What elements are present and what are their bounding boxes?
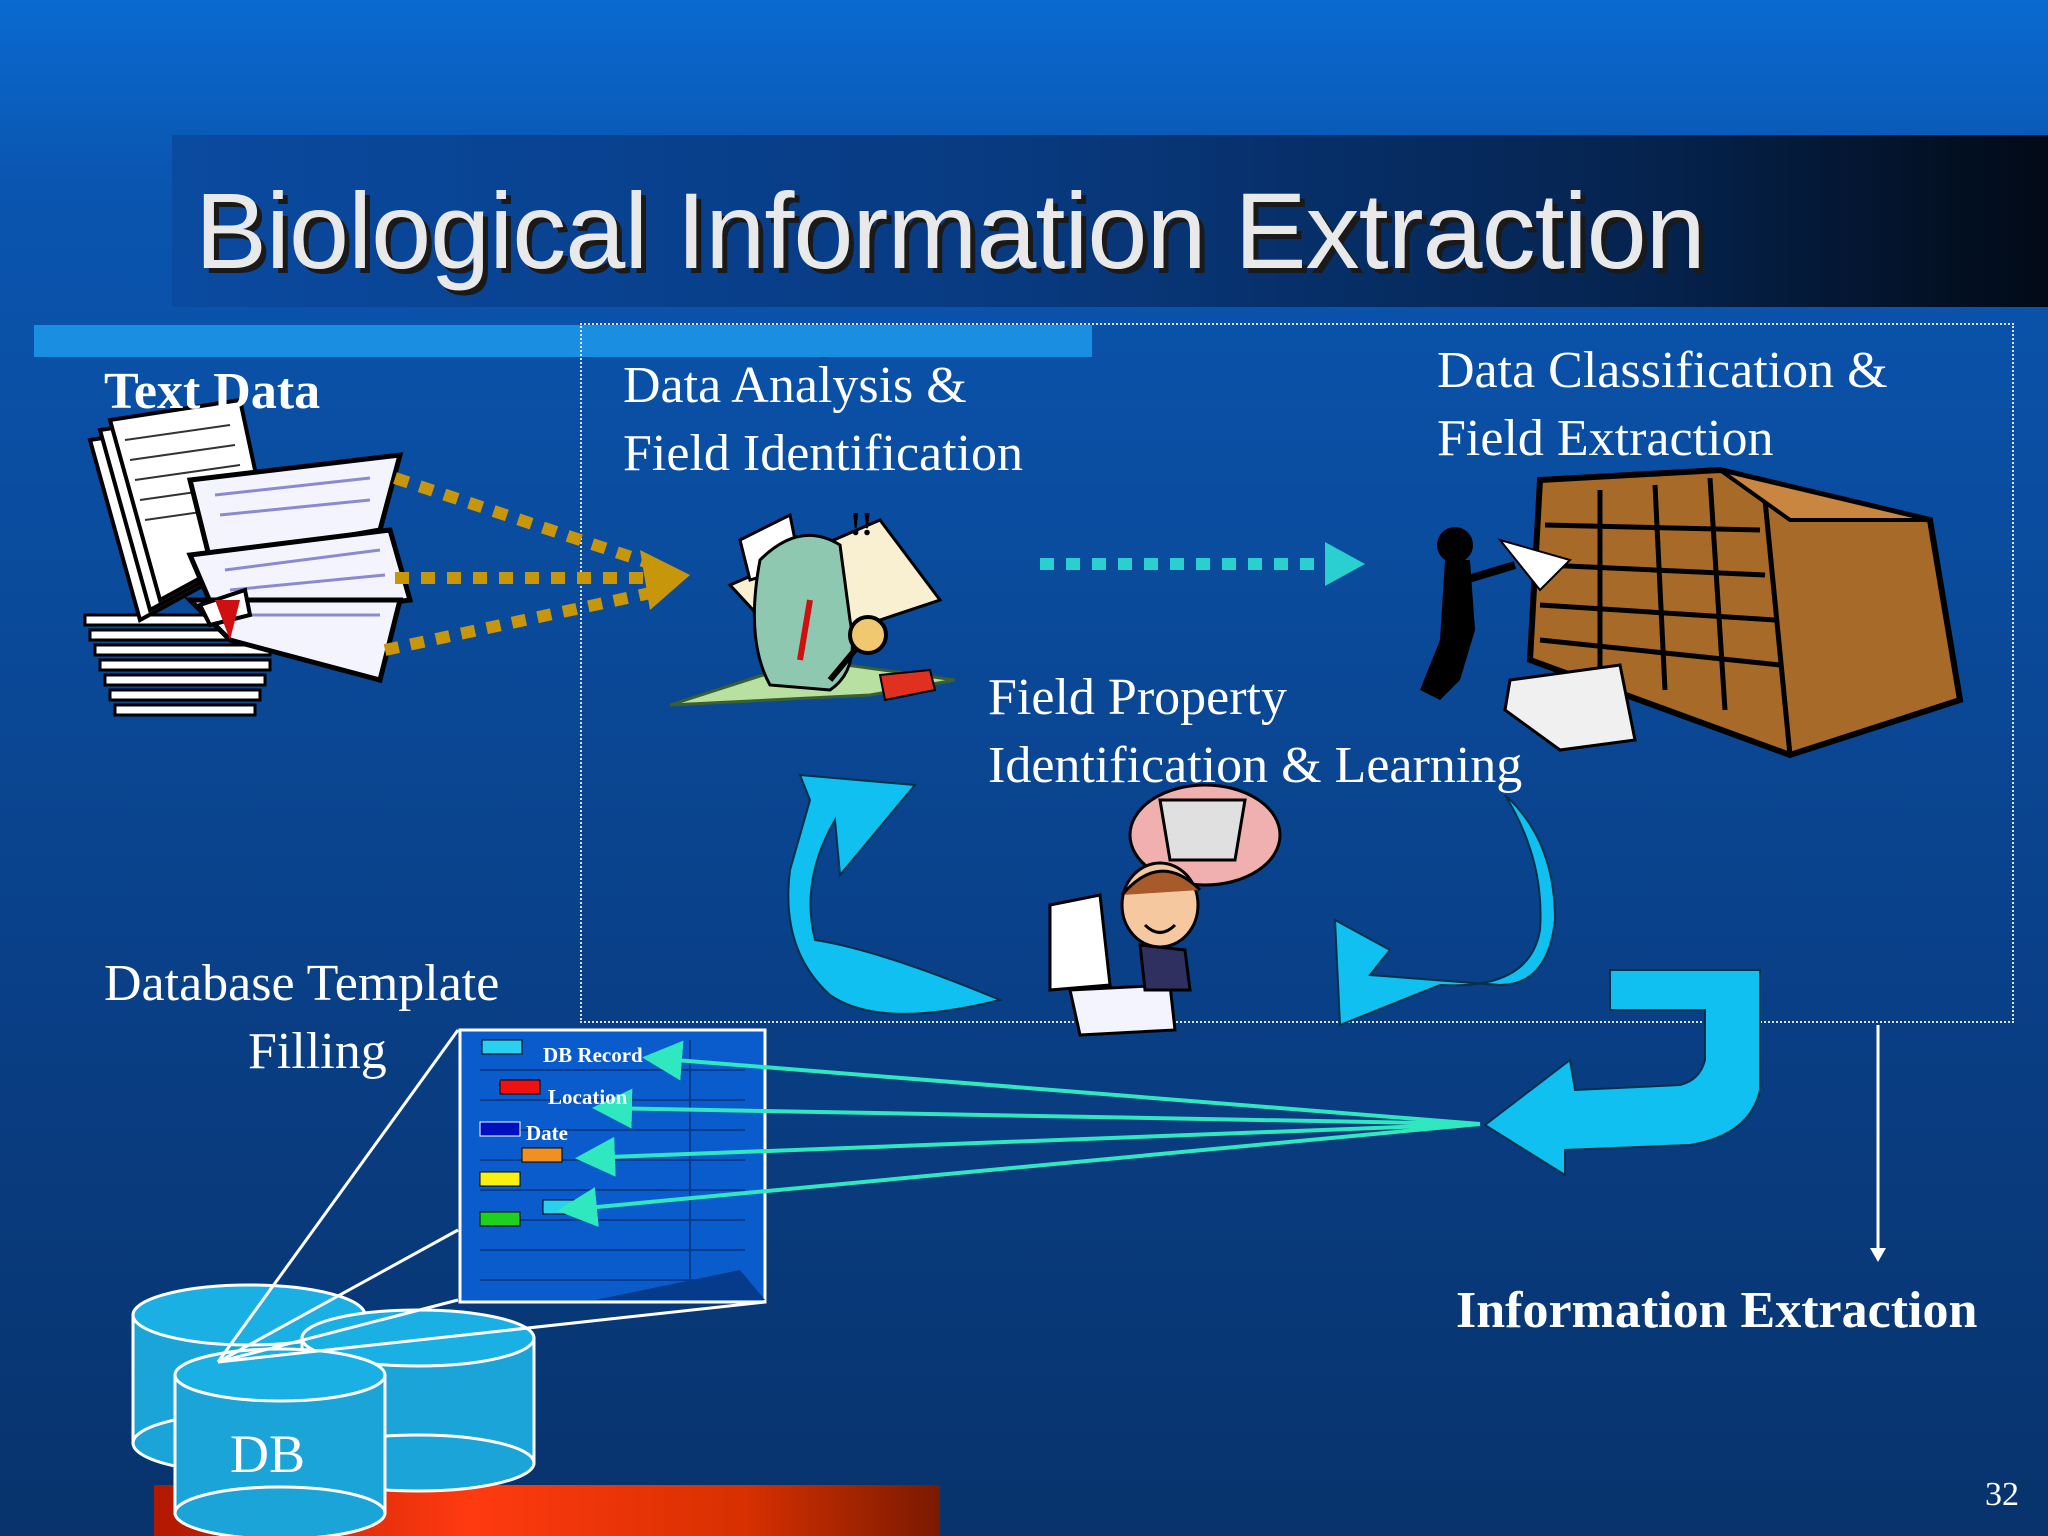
documents-icon: [83, 397, 414, 717]
field-property-label-line2: Identification & Learning: [988, 737, 1523, 794]
data-classification-label-line2: Field Extraction: [1437, 410, 1774, 467]
db-to-form-lines: [216, 1029, 766, 1364]
database-template-form: [458, 1028, 767, 1304]
data-analysis-label-line1: Data Analysis &: [623, 357, 967, 414]
database-cylinders-icon: [131, 1283, 536, 1536]
down-arrow-icon: [1870, 1248, 1886, 1262]
form-field-db-record: DB Record: [543, 1043, 643, 1067]
filing-cabinet-icon: [1420, 466, 1964, 759]
learning-cycle-arrows: [787, 773, 1761, 1177]
field-property-label-line1: Field Property: [988, 669, 1287, 726]
extraction-pointer-lines: [557, 1040, 1481, 1227]
form-field-location: Location: [548, 1085, 628, 1109]
gold-arrowhead-icon: [640, 550, 690, 610]
analysis-to-classification-arrow: [1040, 542, 1365, 586]
information-extraction-label: Information Extraction: [1456, 1282, 1978, 1339]
person-reading-icon: [1048, 783, 1282, 1037]
database-template-label-line1: Database Template: [104, 955, 500, 1012]
db-label: DB: [230, 1424, 306, 1484]
title-band: [172, 135, 2048, 307]
analyst-with-magnifier-icon: !!: [669, 506, 956, 707]
information-extraction-region: [580, 323, 2014, 1023]
form-field-date: Date: [526, 1121, 568, 1145]
page-number: 32: [1985, 1476, 2019, 1513]
text-to-analysis-arrows: [383, 472, 657, 656]
accent-bar: [34, 325, 1092, 357]
database-template-label-line2: Filling: [248, 1023, 387, 1080]
svg-text:!!: !!: [850, 506, 873, 543]
data-analysis-label-line2: Field Identification: [623, 425, 1024, 482]
text-data-label: Text Data: [104, 363, 321, 420]
slide-title: Biological Information Extraction: [195, 170, 1706, 291]
data-classification-label-line1: Data Classification &: [1437, 342, 1888, 399]
